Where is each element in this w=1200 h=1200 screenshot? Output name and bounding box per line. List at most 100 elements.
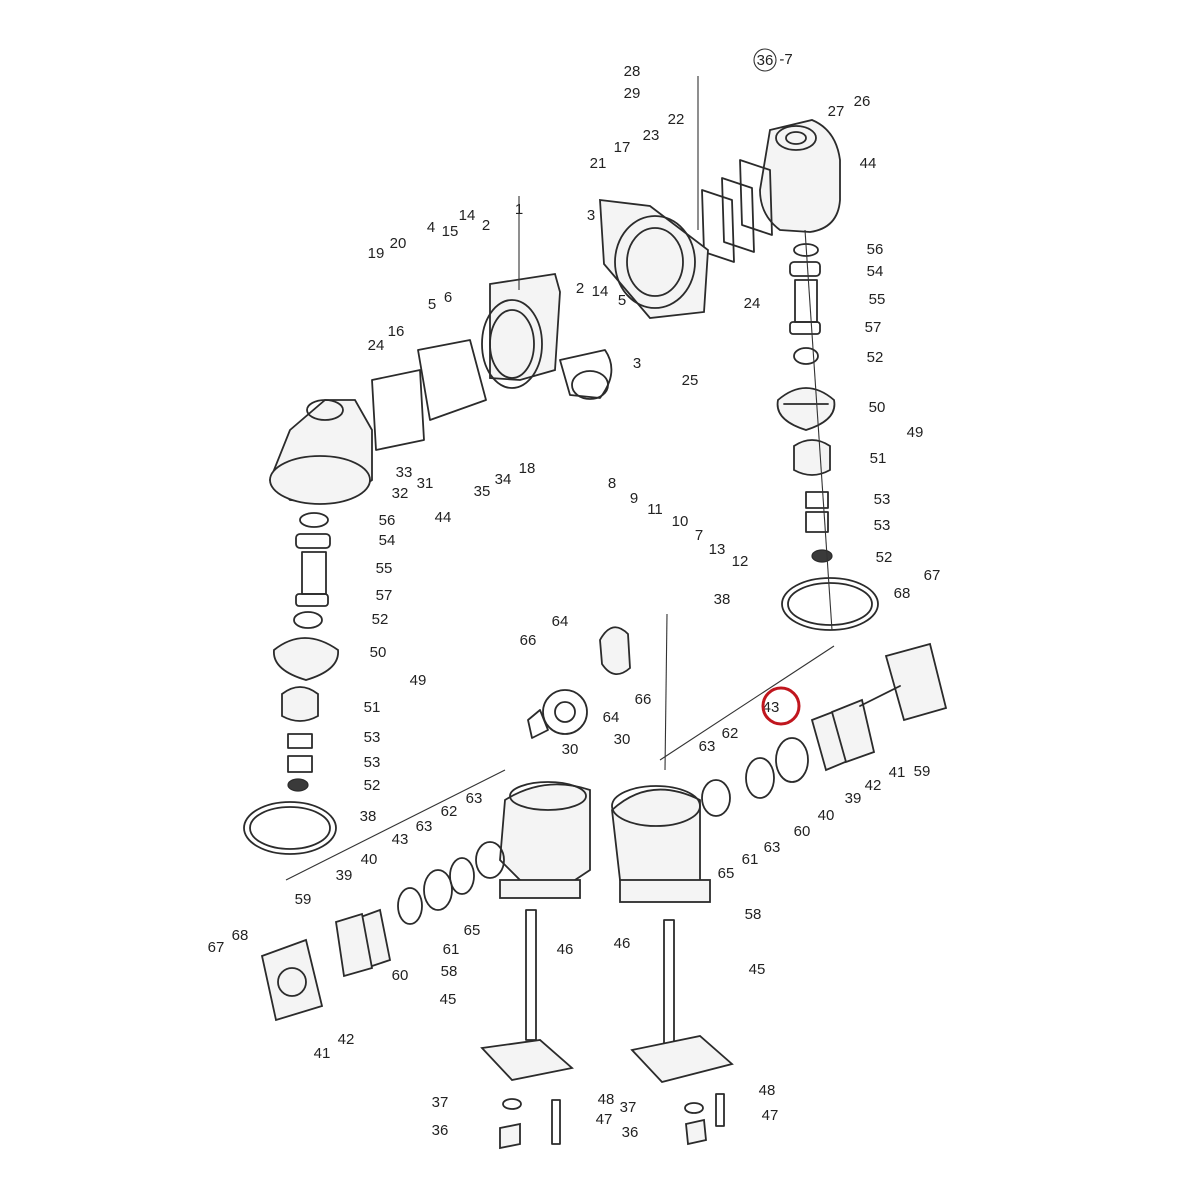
callout-label-c14a: 14 [459, 207, 476, 224]
callout-label-c16: 16 [388, 323, 405, 340]
lower-left-output-shaft [480, 909, 574, 1150]
callout-label-c46a: 46 [557, 941, 574, 958]
callout-label-c55a: 55 [869, 291, 886, 308]
callout-label-c30b: 30 [614, 731, 631, 748]
callout-label-c42a: 42 [865, 777, 882, 794]
callout-label-c10: 10 [672, 513, 689, 530]
callout-label-c38b: 38 [360, 808, 377, 825]
callout-label-c36-7b: -7 [779, 51, 792, 68]
callout-label-c46b: 46 [614, 935, 631, 952]
callout-label-c3b: 3 [633, 355, 641, 372]
callout-label-c63a: 63 [699, 738, 716, 755]
callout-label-c61b: 61 [443, 941, 460, 958]
callout-label-c55b: 55 [376, 560, 393, 577]
callout-label-c45b: 45 [440, 991, 457, 1008]
lower-right-horizontal-shaft [701, 642, 948, 817]
callout-label-c32: 32 [392, 485, 409, 502]
callout-label-c56b: 56 [379, 512, 396, 529]
callout-label-c58a: 58 [745, 906, 762, 923]
highlight-circle [761, 686, 801, 726]
callout-label-c3a: 3 [587, 207, 595, 224]
callout-label-c65a: 65 [718, 865, 735, 882]
callout-label-c8: 8 [608, 475, 616, 492]
callout-label-c43a: 43 [763, 699, 780, 716]
callout-label-c23: 23 [643, 127, 660, 144]
callout-label-c44a: 44 [860, 155, 877, 172]
callout-label-c22: 22 [668, 111, 685, 128]
callout-label-c59a: 59 [914, 763, 931, 780]
callout-label-c40a: 40 [818, 807, 835, 824]
upper-left-vertical-shaft-stack [243, 512, 339, 855]
callout-label-c26: 26 [854, 93, 871, 110]
callout-label-c29: 29 [624, 85, 641, 102]
callout-label-c63c: 63 [466, 790, 483, 807]
callout-label-c61a: 61 [742, 851, 759, 868]
callout-label-c48a: 48 [759, 1082, 776, 1099]
callout-label-c30a: 30 [562, 741, 579, 758]
callout-label-c41a: 41 [889, 764, 906, 781]
callout-label-c14b: 14 [592, 283, 609, 300]
callout-label-c66b: 66 [635, 691, 652, 708]
callout-label-c5a: 5 [618, 292, 626, 309]
callout-label-c47b: 47 [596, 1111, 613, 1128]
callout-label-c31: 31 [417, 475, 434, 492]
callout-label-c67b: 67 [208, 939, 225, 956]
lower-right-gear-housing [599, 626, 711, 903]
callout-label-c62a: 62 [722, 725, 739, 742]
callout-label-c18: 18 [519, 460, 536, 477]
callout-label-c50b: 50 [370, 644, 387, 661]
callout-label-c17: 17 [614, 139, 631, 156]
callout-label-c68a: 68 [894, 585, 911, 602]
callout-label-c51a: 51 [870, 450, 887, 467]
callout-label-c51b: 51 [364, 699, 381, 716]
callout-label-c37b: 37 [620, 1099, 637, 1116]
callout-label-c5b: 5 [428, 296, 436, 313]
callout-label-c42b: 42 [338, 1031, 355, 1048]
callout-label-c33: 33 [396, 464, 413, 481]
callout-label-c45a: 45 [749, 961, 766, 978]
callout-label-c4: 4 [427, 219, 435, 236]
callout-label-c13: 13 [709, 541, 726, 558]
center-axle-housing [481, 198, 709, 400]
callout-label-c40b: 40 [361, 851, 378, 868]
callout-label-c57b: 57 [376, 587, 393, 604]
callout-label-c52d: 52 [364, 777, 381, 794]
callout-label-c53d: 53 [364, 754, 381, 771]
callout-label-c2a: 2 [482, 217, 490, 234]
callout-label-v1: 1 [515, 201, 523, 218]
callout-label-c64a: 64 [552, 613, 569, 630]
callout-label-c54a: 54 [867, 263, 884, 280]
callout-label-c12: 12 [732, 553, 749, 570]
callout-label-c62b: 62 [441, 803, 458, 820]
callout-label-c28: 28 [624, 63, 641, 80]
callout-label-c66a: 66 [520, 632, 537, 649]
callout-label-c41b: 41 [314, 1045, 331, 1062]
callout-label-c43b: 43 [392, 831, 409, 848]
callout-label-c53c: 53 [364, 729, 381, 746]
callout-label-c9: 9 [630, 490, 638, 507]
callout-label-c56a: 56 [867, 241, 884, 258]
upper-right-gear-housing [701, 119, 841, 263]
callout-label-c52a: 52 [867, 349, 884, 366]
callout-label-c44b: 44 [435, 509, 452, 526]
callout-label-c36b: 36 [622, 1124, 639, 1141]
callout-label-c24b: 24 [368, 337, 385, 354]
callout-label-c6: 6 [444, 289, 452, 306]
callout-label-c60a: 60 [794, 823, 811, 840]
callout-label-c68b: 68 [232, 927, 249, 944]
callout-label-c53a: 53 [874, 491, 891, 508]
callout-circle-c36-7 [753, 48, 777, 72]
callout-label-c63d: 63 [416, 818, 433, 835]
callout-label-c7: 7 [695, 527, 703, 544]
callout-label-c27: 27 [828, 103, 845, 120]
callout-label-c50a: 50 [869, 399, 886, 416]
callout-label-c49b: 49 [410, 672, 427, 689]
callout-label-c65b: 65 [464, 922, 481, 939]
callout-label-c24a: 24 [744, 295, 761, 312]
callout-label-c49a: 49 [907, 424, 924, 441]
callout-label-c52c: 52 [372, 611, 389, 628]
lower-left-horizontal-shaft [260, 841, 505, 1022]
upper-left-gear-housing [268, 339, 487, 505]
